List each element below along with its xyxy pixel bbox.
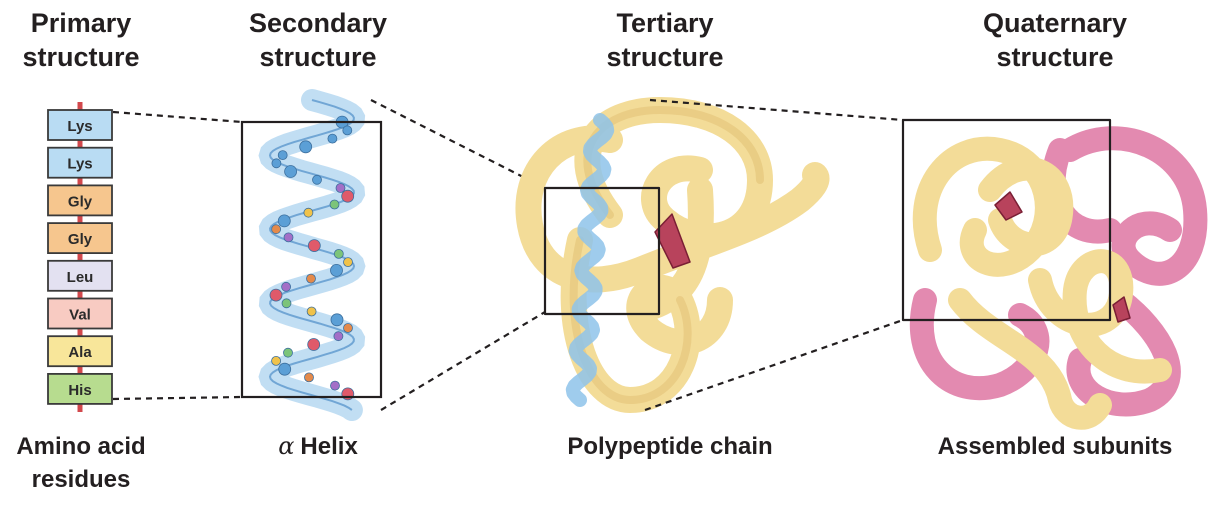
helix-atom [335, 183, 346, 193]
residue-lys-1: Lys [47, 109, 113, 141]
secondary-structure-heading: Secondary structure [248, 8, 388, 72]
residue-box [47, 184, 113, 217]
helix-atom [329, 199, 340, 210]
zoom-connectors-tertiary [644, 98, 904, 412]
polypeptide-chain-caption: Polypeptide chain [567, 433, 773, 460]
helix-atom [307, 338, 321, 351]
assembled-subunits-illustration [901, 118, 1208, 430]
residue-label: Val [69, 307, 91, 324]
helix-atom [281, 298, 292, 309]
helix-atom [303, 207, 314, 218]
residue-box [47, 146, 113, 179]
helix-atom [306, 306, 317, 317]
helix-atom [343, 257, 353, 268]
helix-atom [343, 323, 353, 333]
helix-atom [277, 150, 288, 161]
helix-atom [271, 158, 282, 169]
residue-label: Gly [68, 193, 93, 210]
helix-atom [271, 224, 282, 235]
embedded-helix [565, 113, 615, 407]
residue-box [47, 372, 113, 405]
helix-atom [330, 263, 343, 277]
residue-val-6: Val [47, 297, 113, 330]
helix-atom [283, 232, 294, 243]
residue-box [47, 222, 113, 255]
helix-atom [278, 362, 292, 376]
quaternary-zoom-box [901, 118, 1112, 322]
helix-atom [271, 355, 282, 366]
alpha-helix-illustration [240, 89, 383, 421]
primary-structure-heading: Primary structure [22, 8, 140, 72]
residue-gly-4: Gly [47, 222, 113, 255]
yellow-subunits [912, 136, 1172, 430]
helix-atom [312, 174, 322, 185]
residue-box [47, 335, 113, 368]
helix-atom [269, 288, 283, 302]
residue-gly-3: Gly [47, 184, 113, 217]
zoom-connectors-secondary [370, 99, 546, 411]
helix-atom [333, 248, 344, 259]
residue-his-8: His [47, 372, 113, 405]
residue-box [47, 259, 113, 292]
residue-label: Gly [68, 231, 93, 248]
helix-atom [307, 239, 321, 253]
helix-zoom-box [240, 120, 383, 399]
alpha-symbol: α [278, 432, 295, 460]
helix-atom [330, 313, 344, 327]
helix-atom [299, 140, 313, 154]
helix-atom [304, 372, 314, 383]
helix-atom [277, 214, 291, 228]
polypeptide-fold-illustration [515, 97, 830, 413]
residue-label: His [68, 382, 91, 399]
residue-box [47, 109, 113, 141]
amino-acid-residues-caption: Amino acid residues [16, 433, 146, 493]
helix-atom [333, 331, 344, 342]
helix-atom [284, 165, 298, 178]
helix-atom [342, 125, 353, 136]
helix-atoms [269, 115, 355, 401]
residue-ala-7: Ala [47, 335, 113, 368]
helix-atom [306, 273, 316, 284]
heme-group-2 [1112, 296, 1131, 323]
residue-label: Ala [68, 344, 92, 361]
residue-label: Lys [67, 156, 92, 173]
quaternary-structure-heading: Quaternary structure [982, 8, 1128, 72]
tertiary-structure-heading: Tertiary structure [606, 8, 724, 72]
helix-atom [341, 189, 355, 203]
tertiary-zoom-box [543, 186, 661, 316]
zoom-connectors-primary [112, 110, 243, 401]
helix-atom [281, 281, 292, 292]
residue-label: Lys [67, 118, 92, 135]
helix-atom [327, 133, 338, 144]
heme-group-1 [994, 191, 1023, 221]
assembled-subunits-caption: Assembled subunits [937, 433, 1173, 460]
helix-atom [330, 380, 340, 391]
residue-lys-2: Lys [47, 146, 113, 179]
residue-box [47, 297, 113, 330]
helix-atom [283, 347, 293, 358]
heme-group [654, 213, 691, 269]
residue-leu-5: Leu [47, 259, 113, 292]
residue-label: Leu [67, 269, 94, 286]
